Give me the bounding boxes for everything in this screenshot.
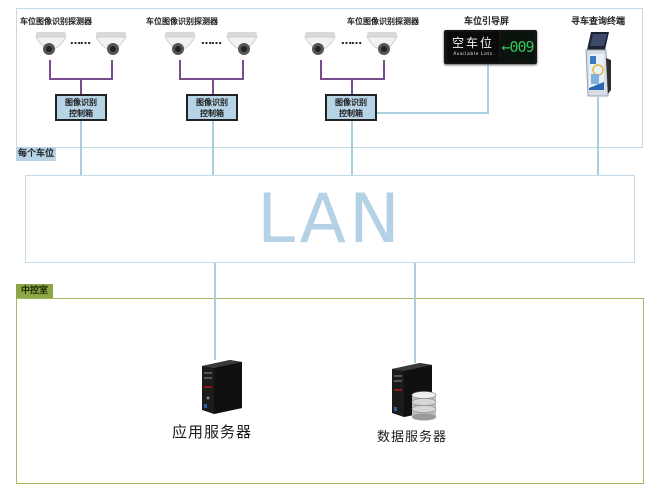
arrow-left-icon: ← bbox=[501, 38, 510, 56]
controller-label-line2: 控制箱 bbox=[69, 109, 93, 118]
dome-camera-icon bbox=[95, 32, 127, 55]
detector-group-2-label: 车位图像识别探测器 bbox=[146, 17, 218, 26]
image-recognition-controller-1: 图像识别 控制箱 bbox=[55, 94, 107, 121]
lan-label: LAN bbox=[257, 179, 403, 259]
sign-text-en: Available Lots bbox=[453, 52, 493, 57]
query-kiosk-icon bbox=[585, 32, 611, 97]
data-server-label: 数据服务器 bbox=[377, 430, 448, 445]
camera-link bbox=[111, 60, 113, 79]
app-server-label: 应用服务器 bbox=[172, 423, 253, 441]
camera-link bbox=[49, 60, 51, 79]
sign-text-cn: 空车位 bbox=[451, 36, 494, 50]
camera-link bbox=[383, 60, 385, 79]
available-count: 009 bbox=[509, 38, 534, 56]
camera-link bbox=[351, 78, 353, 94]
database-server-icon bbox=[392, 363, 437, 421]
dome-camera-icon bbox=[164, 32, 196, 55]
ellipsis: …… bbox=[341, 34, 362, 47]
image-recognition-controller-3: 图像识别 控制箱 bbox=[325, 94, 377, 121]
sign-right-panel: ← 009 bbox=[501, 32, 535, 62]
link-lan-app-server bbox=[214, 263, 216, 360]
image-recognition-controller-2: 图像识别 控制箱 bbox=[186, 94, 238, 121]
camera-link bbox=[179, 78, 244, 80]
ellipsis: …… bbox=[201, 34, 222, 47]
dome-camera-icon bbox=[366, 32, 398, 55]
camera-link bbox=[242, 60, 244, 79]
parking-space-region-label: 每个车位 bbox=[16, 147, 57, 161]
dome-camera-icon bbox=[304, 32, 336, 55]
dome-camera-icon bbox=[226, 32, 258, 55]
link-controller-2-lan bbox=[212, 121, 214, 175]
kiosk-label: 寻车查询终端 bbox=[571, 17, 626, 27]
lan-box bbox=[25, 175, 635, 263]
dome-camera-icon bbox=[35, 32, 67, 55]
sign-left-panel: 空车位 Available Lots bbox=[447, 32, 499, 62]
detector-group-1-label: 车位图像识别探测器 bbox=[20, 17, 92, 26]
link-controller-1-lan bbox=[80, 121, 82, 175]
guidance-screen: 空车位 Available Lots ← 009 bbox=[444, 30, 537, 64]
controller-label-line1: 图像识别 bbox=[335, 98, 367, 107]
camera-link bbox=[179, 60, 181, 79]
controller-label-line2: 控制箱 bbox=[339, 109, 363, 118]
camera-link bbox=[320, 60, 322, 79]
controller-label-line1: 图像识别 bbox=[65, 98, 97, 107]
server-tower-icon bbox=[202, 360, 242, 414]
camera-link bbox=[212, 78, 214, 94]
camera-link bbox=[80, 78, 82, 94]
link-kiosk-lan bbox=[597, 97, 599, 175]
detector-group-3-label: 车位图像识别探测器 bbox=[347, 17, 419, 26]
link-controller-3-lan bbox=[351, 121, 353, 175]
controller-label-line2: 控制箱 bbox=[200, 109, 224, 118]
parking-space-frame bbox=[16, 8, 643, 148]
link-lan-data-server bbox=[414, 263, 416, 363]
ellipsis: …… bbox=[70, 34, 91, 47]
database-icon bbox=[411, 391, 437, 421]
controller-label-line1: 图像识别 bbox=[196, 98, 228, 107]
link-sign-horizontal bbox=[377, 112, 489, 114]
guidance-screen-label: 车位引导屏 bbox=[464, 17, 510, 27]
control-room-frame bbox=[16, 298, 644, 484]
link-sign-vertical bbox=[487, 64, 489, 113]
control-room-region-label: 中控室 bbox=[16, 284, 54, 299]
